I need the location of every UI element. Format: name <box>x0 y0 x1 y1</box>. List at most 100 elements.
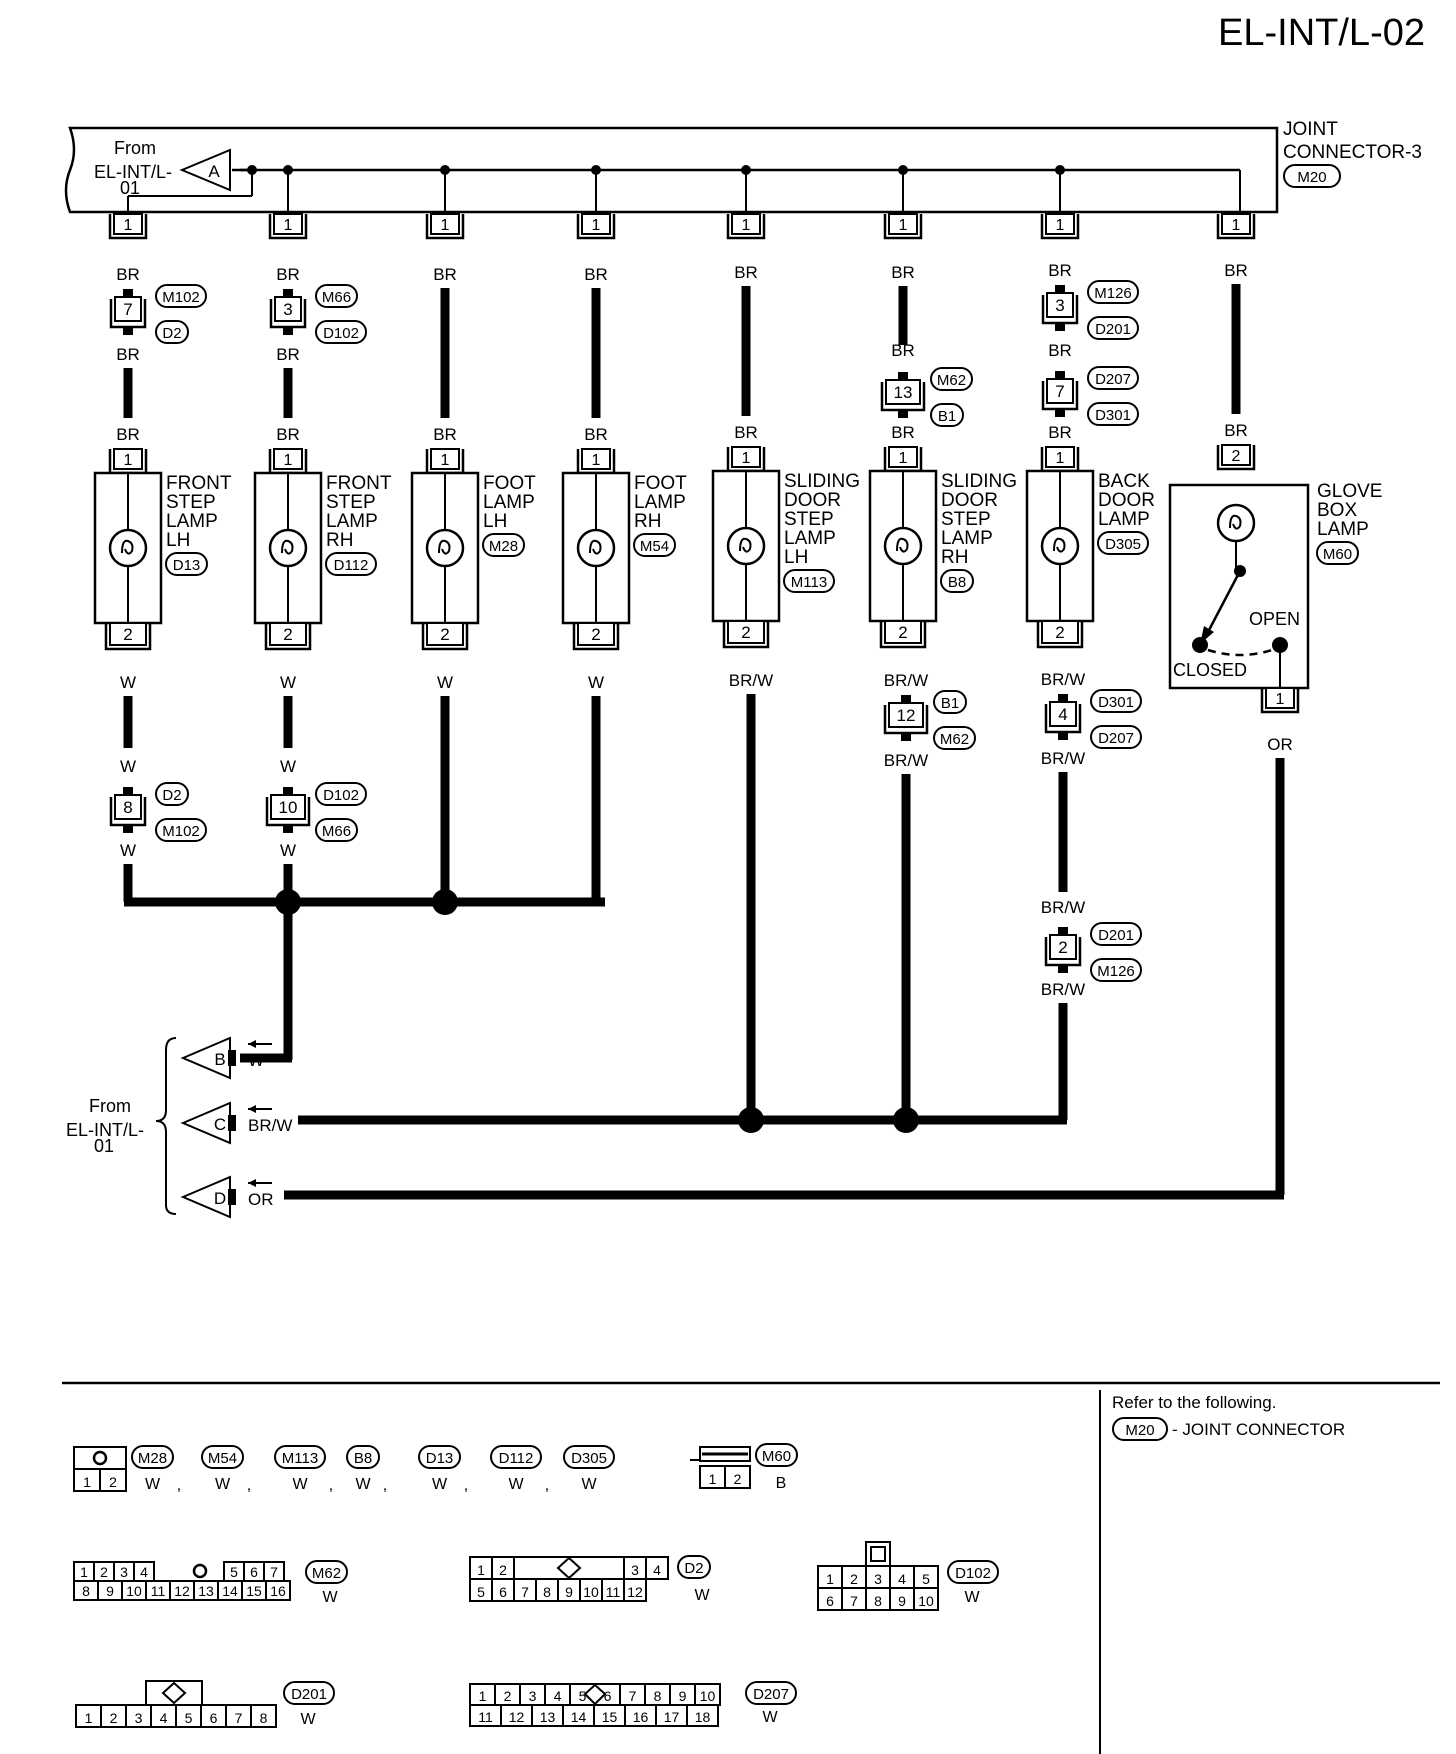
connector-code: D2 <box>677 1555 711 1579</box>
pin-number: 1 <box>1276 691 1285 708</box>
connector-code-text: M28 <box>489 538 518 555</box>
pin-label: 2 <box>499 1562 507 1578</box>
wire-color: OR <box>1267 735 1293 754</box>
wire-color: BR/W <box>1041 980 1085 999</box>
pin-label: 10 <box>700 1688 716 1704</box>
lamp-label: LAMP <box>1098 509 1150 530</box>
connector-color: W <box>432 1476 448 1493</box>
pin-label: 8 <box>260 1710 268 1726</box>
pin-label: 13 <box>540 1709 556 1725</box>
connector-code-text: D305 <box>571 1450 607 1467</box>
pin-label: 1 <box>80 1564 88 1580</box>
wire-color: W <box>120 841 136 860</box>
connector-code-text: D13 <box>426 1450 454 1467</box>
connector-color: W <box>508 1476 524 1493</box>
connector-code: D305 <box>563 1445 615 1469</box>
lamp-label: BACK <box>1098 471 1150 492</box>
filament-icon <box>1229 514 1242 530</box>
pin-label: 7 <box>235 1710 243 1726</box>
pin-label: 6 <box>826 1593 834 1609</box>
connector-code: M62 <box>305 1560 348 1584</box>
pin-number: 2 <box>741 623 750 642</box>
svg-text:M20: M20 <box>1125 1422 1154 1439</box>
lamp-label: DOOR <box>784 490 841 511</box>
connector-code-text: D301 <box>1098 694 1134 711</box>
pin-label: 2 <box>100 1564 108 1580</box>
pin-number: 10 <box>279 798 298 817</box>
wire-color: W <box>120 757 136 776</box>
wire-color: BR <box>433 425 457 444</box>
pin-label: 6 <box>250 1564 258 1580</box>
pin-number: 2 <box>123 625 132 644</box>
key-icon <box>161 1681 187 1705</box>
wire-color: BR/W <box>884 671 928 690</box>
bulb-icon <box>1216 503 1256 543</box>
pin-label: 5 <box>230 1564 238 1580</box>
lamp-label: RH <box>326 530 353 551</box>
lamp-label: BOX <box>1317 500 1357 521</box>
connector-code: D102 <box>315 320 367 344</box>
separator: , <box>177 1477 181 1494</box>
wire-color: BR <box>891 341 915 360</box>
wire-color: BR <box>584 425 608 444</box>
pin-number: 3 <box>1055 296 1064 315</box>
wire-color: BR <box>1048 261 1072 280</box>
connector-code-text: M54 <box>208 1450 237 1467</box>
connector-code-text: M66 <box>322 289 351 306</box>
wire-color: BR <box>734 423 758 442</box>
lamp-connector-code: M113 <box>783 569 835 593</box>
connector-code: D102 <box>315 782 367 806</box>
pin-number: 2 <box>1232 448 1241 465</box>
lamp-pin-top: 1 <box>576 448 616 475</box>
pin-label: 6 <box>210 1710 218 1726</box>
connector-code-text: D305 <box>1105 536 1141 553</box>
splice-dot <box>432 889 458 915</box>
wire-color: BR/W <box>1041 670 1085 689</box>
connector-code-text: D301 <box>1095 407 1131 424</box>
lamp-label: LAMP <box>941 528 993 549</box>
pin-number: 8 <box>123 798 132 817</box>
pin-label: 8 <box>543 1584 551 1600</box>
from-bottom-label: 01 <box>94 1136 114 1156</box>
connector-code: M54 <box>201 1445 244 1469</box>
connector-code: D102 <box>947 1560 999 1584</box>
separator: , <box>329 1477 333 1494</box>
pin-number: 1 <box>899 217 908 234</box>
pin-number: 1 <box>441 217 450 234</box>
wire-color: BR <box>891 263 915 282</box>
pin-label: 16 <box>270 1583 286 1599</box>
lamp-label: SLIDING <box>941 471 1017 492</box>
separator: , <box>383 1477 387 1494</box>
wire-color: W <box>280 841 296 860</box>
connector-code-text: D112 <box>499 1450 534 1467</box>
pin-label: 5 <box>185 1710 193 1726</box>
lamp-label: LH <box>784 547 808 568</box>
pin-label: 3 <box>631 1562 639 1578</box>
connector-code-text: M102 <box>162 289 200 306</box>
filament-icon <box>589 539 602 555</box>
pin-cell <box>623 1578 647 1602</box>
pin-label: 2 <box>110 1710 118 1726</box>
pin-label: 15 <box>246 1583 262 1599</box>
connector-code: D301 <box>1087 402 1139 426</box>
connector-color: W <box>581 1476 597 1493</box>
lock-icon <box>192 1563 208 1579</box>
connector-code-text: D102 <box>323 325 359 342</box>
connector-code: D112 <box>490 1445 542 1469</box>
connector-code: D207 <box>1090 725 1142 749</box>
pin-cell <box>645 1556 669 1580</box>
wire-color: OR <box>248 1190 274 1209</box>
lamp-label: RH <box>941 547 968 568</box>
pin-label: 2 <box>109 1474 117 1490</box>
connector-code-text: M126 <box>1094 285 1132 302</box>
pin-number: 2 <box>1055 623 1064 642</box>
reference-connector: M20 <box>1112 1417 1168 1441</box>
connector-code-text: M126 <box>1097 963 1135 980</box>
